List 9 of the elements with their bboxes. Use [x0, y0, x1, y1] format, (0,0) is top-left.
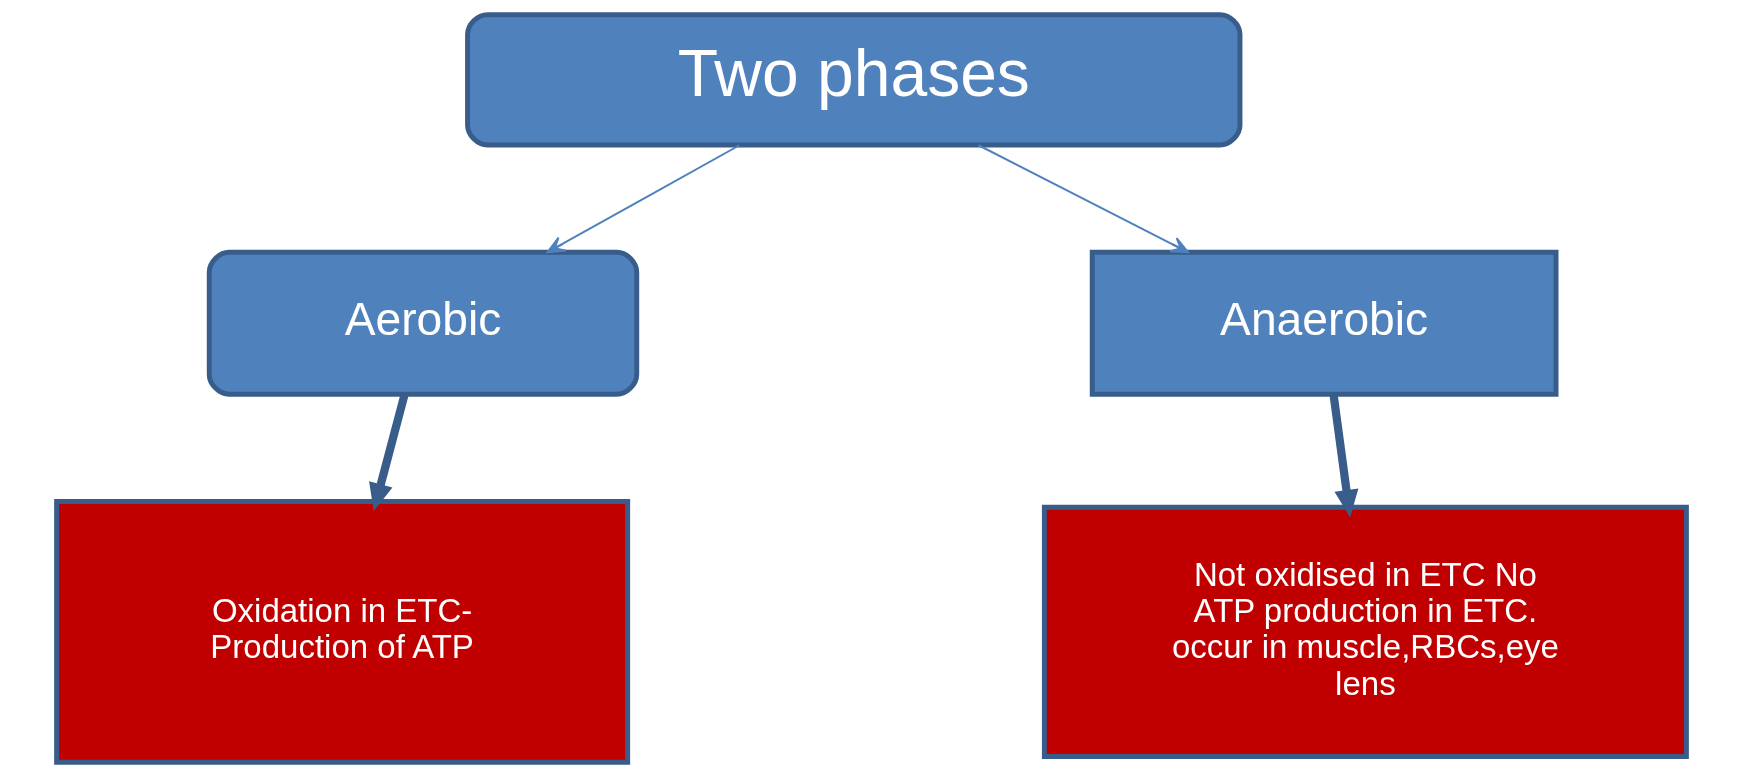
node-box: Anaerobic	[1089, 249, 1559, 397]
node-box: Oxidation in ETC- Production of ATP	[54, 499, 631, 765]
node-box: Aerobic	[206, 249, 640, 397]
arrow	[369, 393, 409, 512]
node-box: Not oxidised in ETC No ATP production in ETC. occur in muscle,RBCs,eye lens	[1041, 504, 1689, 760]
arrow	[546, 144, 741, 254]
arrow	[977, 144, 1189, 254]
arrow	[1329, 394, 1359, 518]
node-box: Two phases	[465, 12, 1243, 148]
